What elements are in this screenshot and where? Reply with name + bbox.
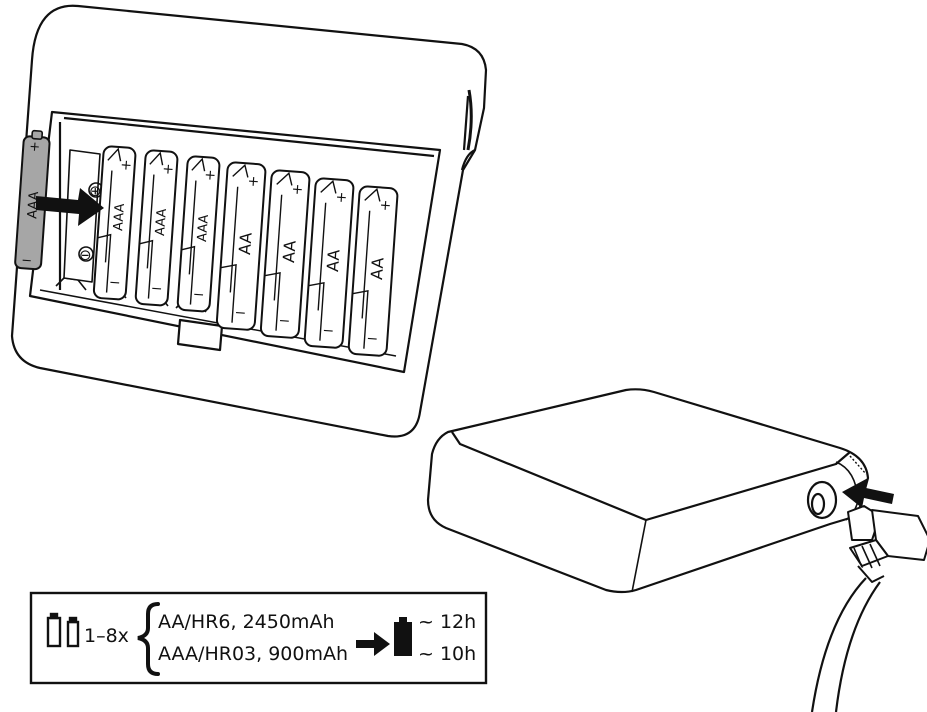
battery-full-icon bbox=[394, 617, 412, 656]
battery-cell: + − AA bbox=[347, 185, 399, 357]
charge-arrow-icon bbox=[356, 632, 390, 656]
minus-contact-symbol: ⊖ bbox=[79, 246, 92, 264]
battery-cell-minus: − bbox=[322, 323, 335, 340]
battery-cell-minus: − bbox=[108, 275, 121, 292]
battery-pair-icon bbox=[46, 612, 80, 648]
battery-cell-plus: + bbox=[162, 161, 175, 178]
usb-power-unit bbox=[426, 388, 870, 594]
spec-time-aa: ~ 12h bbox=[418, 611, 476, 633]
spec-count: 1–8x bbox=[84, 625, 129, 647]
battery-cell-minus: − bbox=[234, 305, 247, 322]
battery-cell-minus: − bbox=[192, 287, 205, 304]
charger-side-rim bbox=[460, 95, 476, 171]
battery-cell-label: AAA bbox=[195, 214, 212, 242]
battery-cell-label: AA bbox=[279, 240, 300, 264]
battery-cell-plus: + bbox=[204, 167, 217, 184]
battery-cell-plus: + bbox=[335, 189, 348, 206]
battery-cell: + − AAA bbox=[134, 149, 179, 307]
battery-cell-label: AAA bbox=[111, 203, 128, 231]
insert-arrow-icon bbox=[36, 188, 104, 226]
battery-cell-plus: + bbox=[379, 197, 392, 214]
spec-type-aaa: AAA/HR03, 900mAh bbox=[158, 643, 348, 665]
battery-cell-minus: − bbox=[278, 313, 291, 330]
battery-cell-plus: + bbox=[291, 181, 304, 198]
battery-slots: + − AAA + − AAA + − AAA + − AA + − AA + − AA + − AA bbox=[92, 145, 399, 357]
battery-cell-plus: + bbox=[247, 173, 260, 190]
plus-contact-symbol: ⊕ bbox=[89, 182, 102, 200]
brace-icon bbox=[137, 602, 160, 676]
battery-cell: + − AA bbox=[215, 161, 267, 331]
inserted-cell-plus: + bbox=[29, 139, 41, 155]
battery-cell-minus: − bbox=[150, 281, 163, 298]
battery-cell: + − AAA bbox=[176, 155, 221, 313]
battery-cell: + − AA bbox=[303, 177, 355, 349]
inserted-cell-minus: − bbox=[21, 253, 33, 269]
battery-cell-label: AA bbox=[235, 232, 256, 256]
spec-type-aa: AA/HR6, 2450mAh bbox=[158, 611, 334, 633]
battery-cell-label: AA bbox=[323, 249, 344, 273]
battery-cell: + − AAA bbox=[92, 145, 137, 301]
battery-cell: + − AA bbox=[259, 169, 311, 339]
power-plug bbox=[847, 505, 927, 583]
release-tab bbox=[176, 318, 224, 352]
battery-cell-label: AAA bbox=[153, 208, 170, 236]
battery-cell-minus: − bbox=[366, 331, 379, 348]
plug-arrow-icon bbox=[842, 478, 894, 508]
usb-unit-body bbox=[426, 388, 870, 594]
spec-box: 1–8x AA/HR6, 2450mAh AAA/HR03, 900mAh ~ … bbox=[29, 591, 488, 685]
power-cable bbox=[810, 577, 881, 712]
spec-time-aaa: ~ 10h bbox=[418, 643, 476, 665]
battery-cell-plus: + bbox=[120, 157, 133, 174]
battery-cell-label: AA bbox=[367, 257, 388, 281]
